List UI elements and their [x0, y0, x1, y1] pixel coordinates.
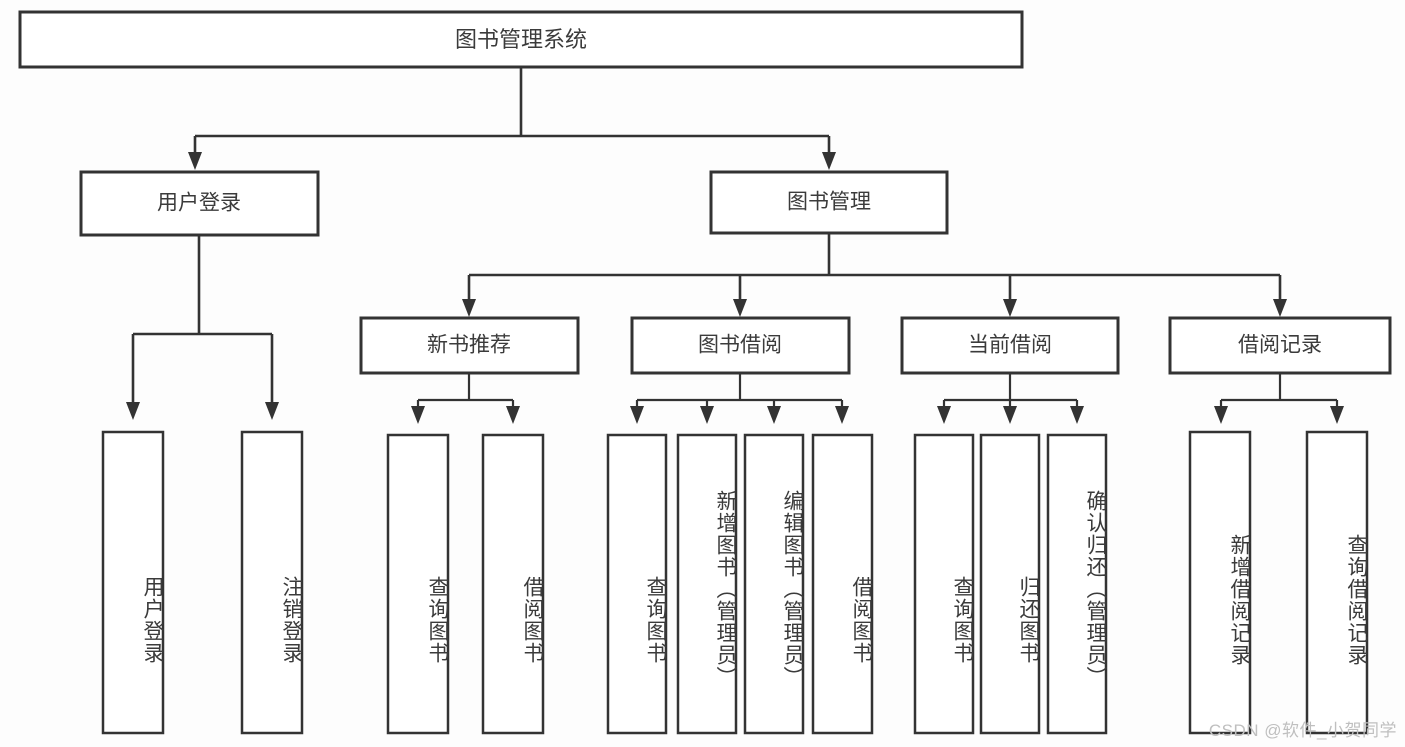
leaf-box-user-login-1[interactable] [240, 430, 304, 735]
node-new-book-recommend[interactable]: 新书推荐 [359, 316, 580, 375]
leaf-box-current-borrow-1[interactable] [979, 433, 1041, 735]
edge-new-book-to-leaves [411, 373, 520, 424]
edge-borrow-record-to-leaves [1214, 373, 1344, 424]
node-book-manage-label: 图书管理 [787, 191, 871, 214]
node-new-book-recommend-label: 新书推荐 [427, 334, 511, 357]
edge-user-login-to-leaves [126, 235, 279, 420]
node-root-label: 图书管理系统 [455, 27, 587, 52]
node-book-borrow-label: 图书借阅 [698, 334, 782, 357]
leaf-box-borrow-record-1[interactable] [1305, 430, 1369, 735]
leaf-box-borrow-record-0[interactable] [1188, 430, 1252, 735]
edge-root-to-level2 [188, 67, 836, 170]
leaf-box-current-borrow-0[interactable] [913, 433, 975, 735]
edge-book-manage-to-level3 [462, 233, 1287, 317]
node-current-borrow-label: 当前借阅 [968, 334, 1052, 357]
edge-current-borrow-to-leaves [937, 373, 1084, 424]
node-user-login[interactable]: 用户登录 [79, 170, 320, 237]
leaf-box-book-borrow-1[interactable] [676, 433, 738, 735]
edge-book-borrow-to-leaves [630, 373, 849, 424]
node-borrow-record-label: 借阅记录 [1238, 334, 1322, 357]
node-book-manage[interactable]: 图书管理 [709, 170, 949, 235]
csdn-watermark: CSDN @软件_小贺同学 [1208, 721, 1397, 740]
node-user-login-label: 用户登录 [157, 192, 241, 215]
leaf-box-user-login-0[interactable] [101, 430, 165, 735]
node-root[interactable]: 图书管理系统 [18, 10, 1024, 69]
leaf-box-book-borrow-3[interactable] [811, 433, 874, 735]
leaf-box-book-borrow-0[interactable] [606, 433, 668, 735]
node-borrow-record[interactable]: 借阅记录 [1168, 316, 1392, 375]
leaf-box-book-borrow-2[interactable] [743, 433, 805, 735]
leaf-box-new-book-1[interactable] [481, 433, 545, 735]
leaf-box-current-borrow-2[interactable] [1046, 433, 1108, 735]
leaf-box-new-book-0[interactable] [386, 433, 450, 735]
node-current-borrow[interactable]: 当前借阅 [900, 316, 1120, 375]
node-book-borrow[interactable]: 图书借阅 [630, 316, 851, 375]
